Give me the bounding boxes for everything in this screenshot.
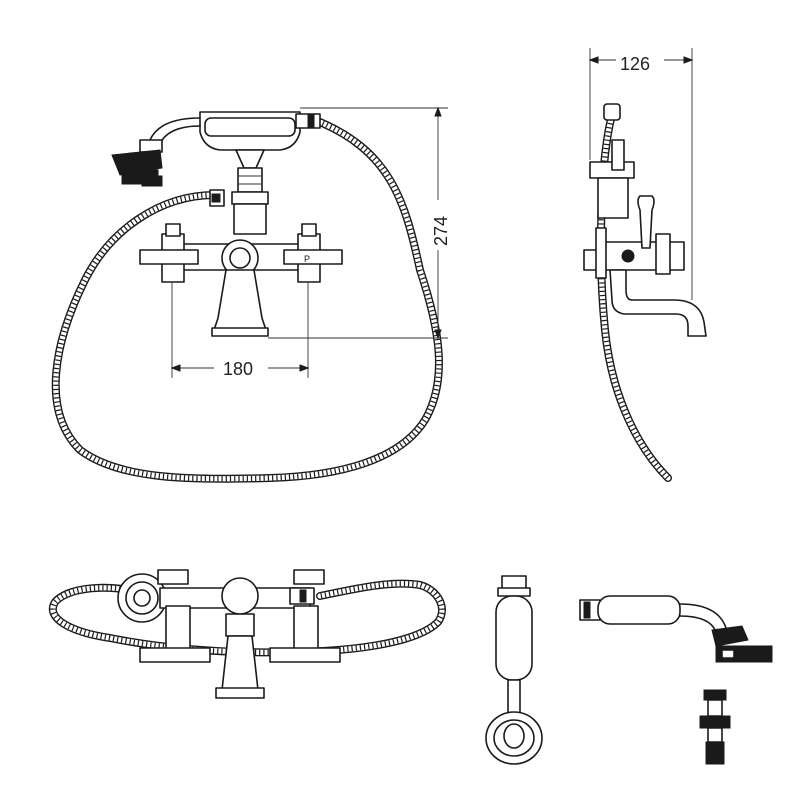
front-hose [51,116,443,483]
handset-side-view [579,595,773,765]
width-dimension: 180 [170,282,310,379]
side-body [583,103,707,337]
height-dimension: 274 [268,106,451,340]
depth-dimension: 126 [588,48,694,300]
front-handset-head [111,117,201,187]
front-view: P 180 274 [51,106,451,483]
hose-connector-fitting [699,689,731,765]
height-dimension-label: 274 [431,216,451,246]
side-view: 126 [583,48,707,482]
front-cradle [199,111,321,169]
svg-text:P: P [304,254,310,264]
width-dimension-label: 180 [223,359,253,379]
front-column [209,167,269,235]
plan-view [49,569,446,699]
handset-front-view [485,575,543,765]
front-valve-body: P [139,223,343,283]
plan-body [117,569,341,699]
depth-dimension-label: 126 [620,54,650,74]
front-base [211,269,269,337]
